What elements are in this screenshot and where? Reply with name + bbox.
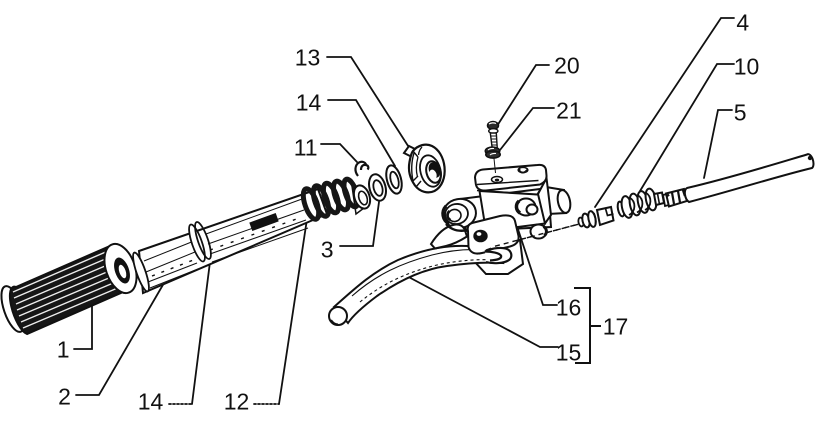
svg-text:4: 4 bbox=[736, 9, 749, 35]
svg-text:16: 16 bbox=[556, 294, 582, 320]
svg-text:2: 2 bbox=[58, 383, 71, 409]
svg-text:21: 21 bbox=[556, 97, 582, 123]
svg-text:14: 14 bbox=[138, 388, 164, 414]
svg-text:1: 1 bbox=[57, 336, 70, 362]
svg-text:15: 15 bbox=[556, 339, 582, 365]
svg-text:20: 20 bbox=[554, 52, 580, 78]
svg-text:12: 12 bbox=[224, 388, 250, 414]
svg-text:11: 11 bbox=[294, 134, 318, 160]
svg-text:17: 17 bbox=[603, 313, 629, 339]
svg-text:3: 3 bbox=[321, 236, 334, 262]
svg-text:14: 14 bbox=[296, 89, 322, 115]
svg-text:10: 10 bbox=[734, 53, 760, 79]
svg-text:5: 5 bbox=[734, 99, 747, 125]
svg-text:13: 13 bbox=[295, 44, 321, 70]
